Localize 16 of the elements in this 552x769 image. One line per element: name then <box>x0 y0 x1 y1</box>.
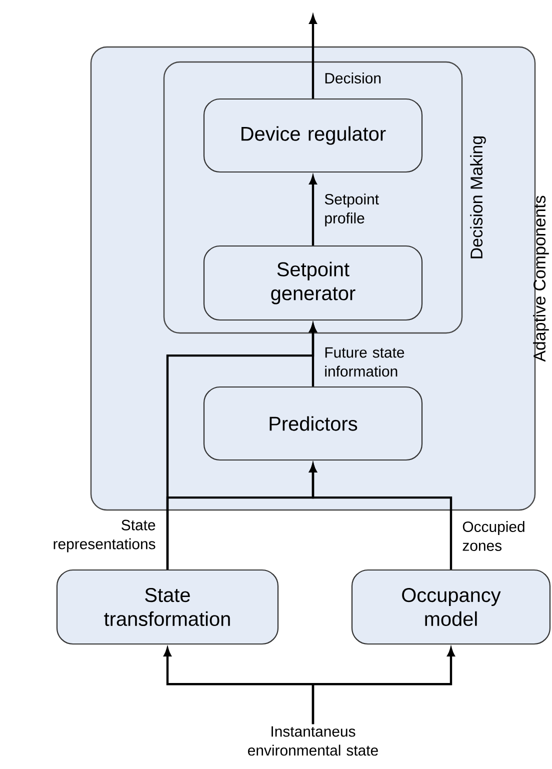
process-box: Occupancy model <box>351 569 551 645</box>
edge-label: Future state information <box>325 347 404 377</box>
process-box: Device regulator <box>203 98 423 173</box>
process-box: Predictors <box>203 386 423 461</box>
input-label: Instantaneus environmental state <box>248 726 378 756</box>
process-box: Setpoint generator <box>203 245 423 321</box>
edge-label: Occupied zones <box>462 521 524 551</box>
process-box: State transformation <box>56 569 279 645</box>
edge-label: Setpoint profile <box>324 194 379 226</box>
arrow <box>309 15 317 98</box>
edge-label: State representations <box>54 520 156 552</box>
arrow <box>166 324 317 570</box>
group-heading: Decision Making <box>470 136 486 258</box>
group-heading: Adaptive Components <box>533 196 549 362</box>
arrow <box>309 464 452 570</box>
edge-label: Decision <box>325 72 381 84</box>
